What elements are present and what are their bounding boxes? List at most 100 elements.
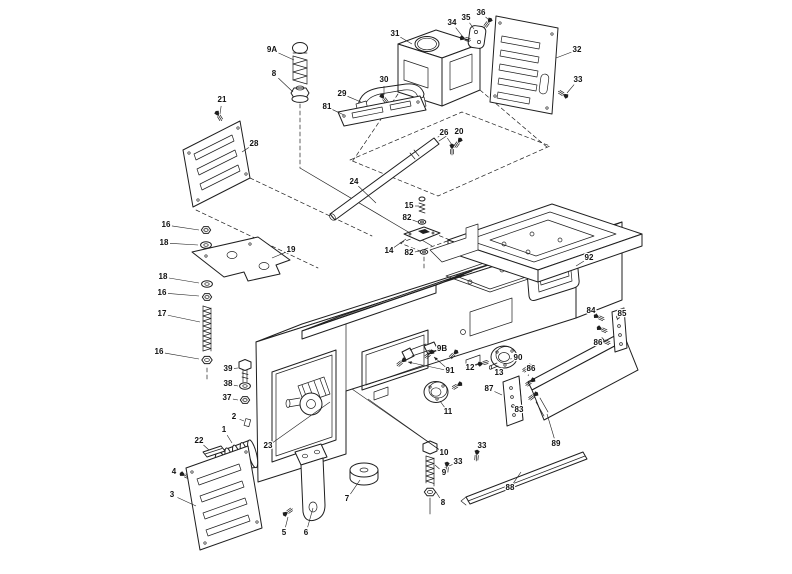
callout-15: 15 <box>405 201 414 210</box>
callout-leader <box>240 419 244 421</box>
callout-7: 7 <box>345 494 350 503</box>
part-15-screw <box>419 197 425 213</box>
callout-leader <box>169 278 199 283</box>
callout-11: 11 <box>444 407 453 416</box>
callout-84: 84 <box>587 306 596 315</box>
part-26-screw <box>449 143 455 156</box>
callout-32: 32 <box>573 45 582 54</box>
callout-88: 88 <box>506 483 515 492</box>
part-9-jack-bolt <box>423 441 437 486</box>
callout-leader <box>617 319 618 320</box>
callout-leader <box>486 17 489 20</box>
callout-33: 33 <box>574 75 583 84</box>
part-12-screw <box>476 358 490 368</box>
part-3-vent-plate <box>186 446 262 550</box>
part-36-screw <box>482 16 494 30</box>
callout-18: 18 <box>160 238 169 247</box>
part-20-screw <box>452 136 464 150</box>
callout-leader <box>233 399 238 400</box>
part-28-vent-plate <box>183 121 250 207</box>
callout-83: 83 <box>515 405 524 414</box>
callout-leader <box>440 401 444 407</box>
callout-leader <box>415 251 420 252</box>
callout-leader <box>272 252 285 258</box>
callout-9A: 9A <box>267 45 277 54</box>
callout-8: 8 <box>272 69 277 78</box>
callout-91: 91 <box>446 366 455 375</box>
part-18-washer-bottom <box>201 280 213 288</box>
callout-leader <box>547 414 554 438</box>
callout-29: 29 <box>338 89 347 98</box>
callout-16: 16 <box>162 220 171 229</box>
callout-14: 14 <box>385 246 394 255</box>
callout-leader <box>556 52 571 58</box>
callout-leader <box>234 385 238 386</box>
part-21-screw <box>213 109 225 123</box>
callout-leader <box>394 239 406 248</box>
callout-leader <box>435 465 440 469</box>
callout-leader <box>475 363 481 366</box>
part-33-screw-a <box>473 449 481 462</box>
callout-4: 4 <box>172 467 177 476</box>
callout-leader <box>528 375 529 376</box>
part-13-pin <box>489 363 498 369</box>
callout-8: 8 <box>441 498 446 507</box>
part-8-jack-nut <box>423 487 437 497</box>
part-16-nut-top <box>200 226 212 234</box>
callout-leader <box>203 445 209 450</box>
part-81-plate <box>338 96 426 126</box>
callout-leader <box>168 293 199 296</box>
part-bed-stand <box>256 222 622 482</box>
callout-35: 35 <box>462 13 471 22</box>
callout-81: 81 <box>323 102 332 111</box>
callout-85: 85 <box>618 309 627 318</box>
callout-leader <box>220 106 221 114</box>
callout-87: 87 <box>485 384 494 393</box>
callout-37: 37 <box>223 393 232 402</box>
callout-leader <box>278 78 293 92</box>
part-16-nut-mid <box>201 293 213 301</box>
callout-leader <box>567 85 574 93</box>
callout-30: 30 <box>380 75 389 84</box>
callout-leader <box>447 138 452 145</box>
part-33-screw-top <box>556 88 570 100</box>
part-2-set-screw <box>244 419 251 427</box>
callout-leader <box>358 186 376 203</box>
callout-6: 6 <box>304 528 309 537</box>
part-90-flange <box>491 346 517 368</box>
callout-leader <box>285 517 288 527</box>
part-87-bracket <box>503 376 523 426</box>
callout-leader <box>273 402 330 443</box>
callout-leader <box>332 110 344 115</box>
callout-39: 39 <box>224 364 233 373</box>
callout-12: 12 <box>466 363 475 372</box>
callout-82: 82 <box>405 248 414 257</box>
callout-38: 38 <box>224 379 233 388</box>
callout-24: 24 <box>350 177 359 186</box>
callout-leader <box>308 508 313 527</box>
part-23-spindle-pulley <box>286 377 330 415</box>
callout-34: 34 <box>448 18 457 27</box>
part-5-screw <box>281 506 295 518</box>
callout-82: 82 <box>403 213 412 222</box>
callout-19: 19 <box>287 245 296 254</box>
callout-leader <box>436 492 440 498</box>
callout-9: 9 <box>442 468 447 477</box>
part-16-nut-bottom <box>201 355 213 365</box>
part-18-washer-top <box>200 241 212 249</box>
part-22-key <box>203 446 225 457</box>
callout-leader <box>242 147 249 152</box>
part-24-rod <box>328 131 448 221</box>
callout-18: 18 <box>159 272 168 281</box>
callout-leader <box>177 497 196 506</box>
part-37-nut <box>239 396 251 404</box>
callout-leader <box>596 315 598 317</box>
callout-leader <box>368 399 439 450</box>
callout-leader <box>227 435 232 443</box>
part-7-foot <box>350 463 378 485</box>
part-85-plate <box>612 308 627 352</box>
callout-leader <box>408 362 444 370</box>
